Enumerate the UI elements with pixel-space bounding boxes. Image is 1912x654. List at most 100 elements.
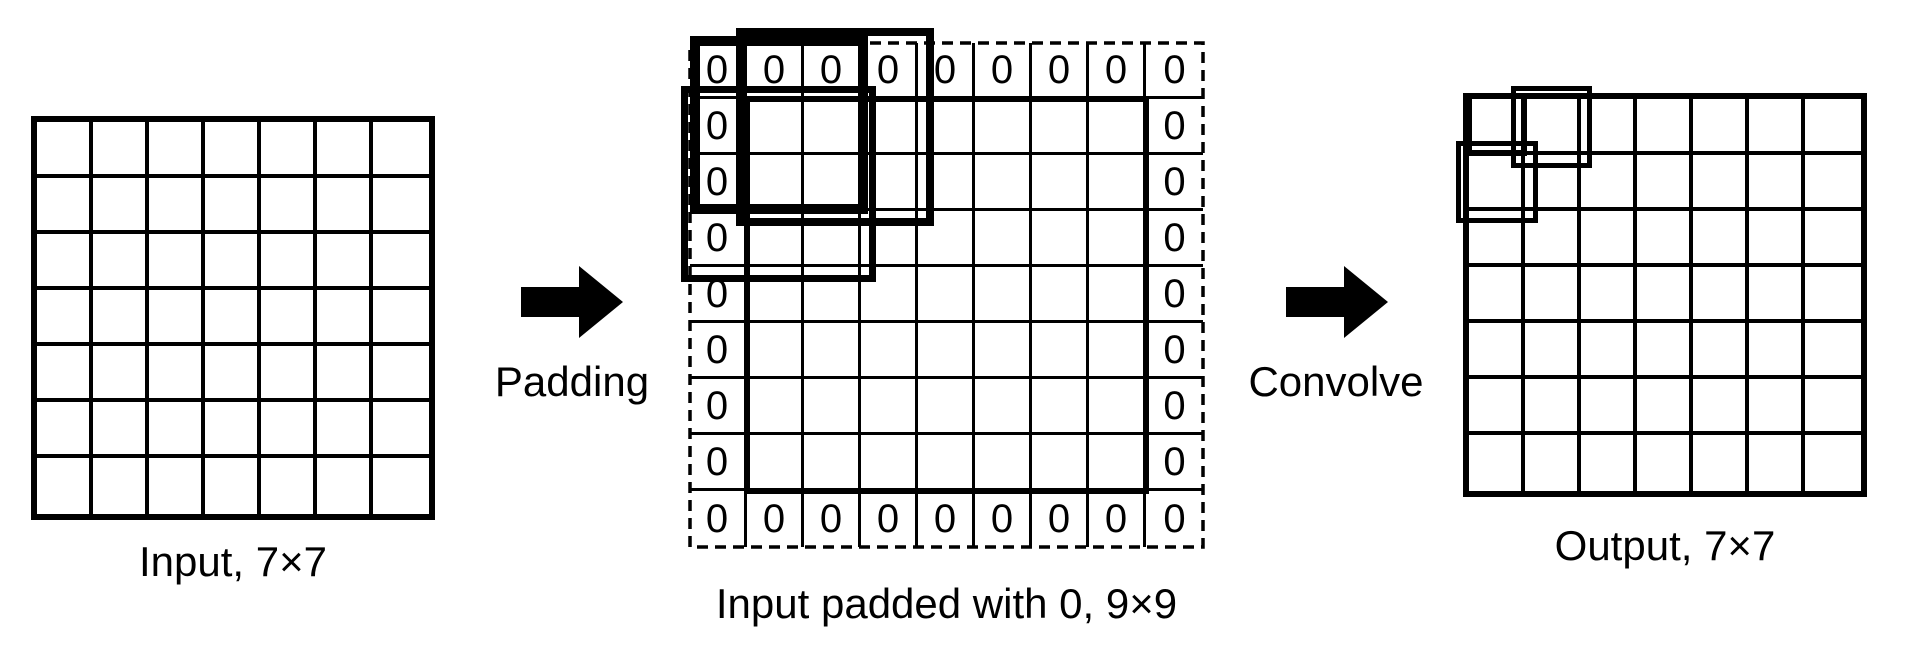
- grid-cell: [93, 346, 149, 402]
- grid-cell: [1693, 155, 1749, 211]
- padding-arrow-label: Padding: [494, 358, 650, 405]
- grid-cell: [373, 346, 429, 402]
- grid-cell: [317, 346, 373, 402]
- grid-cell: [1805, 99, 1861, 155]
- grid-cell: [1525, 379, 1581, 435]
- grid-cell: [261, 402, 317, 458]
- grid-cell: [373, 234, 429, 290]
- grid-cell: [261, 458, 317, 514]
- grid-cell: [1637, 155, 1693, 211]
- grid-cell: [317, 122, 373, 178]
- zero-pad-cell: 0: [918, 491, 975, 547]
- grid-cell: [317, 290, 373, 346]
- grid-cell: [1749, 99, 1805, 155]
- zero-pad-cell: 0: [1089, 43, 1146, 99]
- kernel-window-red-padded: [690, 36, 868, 214]
- kernel-window-green-padded: [736, 28, 934, 226]
- zero-pad-cell: 0: [861, 491, 918, 547]
- zero-pad-cell: 0: [1032, 43, 1089, 99]
- grid-cell: [37, 290, 93, 346]
- kernel-window-red-output: [1466, 93, 1527, 156]
- grid-cell: [1525, 323, 1581, 379]
- grid-cell: [1749, 435, 1805, 491]
- grid-cell: [37, 346, 93, 402]
- grid-cell: [93, 402, 149, 458]
- grid-cell: [37, 402, 93, 458]
- grid-cell: [261, 290, 317, 346]
- grid-cell: [373, 458, 429, 514]
- zero-pad-cell: 0: [1146, 323, 1203, 379]
- grid-cell: [1525, 267, 1581, 323]
- grid-cell: [1693, 99, 1749, 155]
- grid-cell: [1693, 267, 1749, 323]
- grid-cell: [205, 178, 261, 234]
- grid-cell: [1805, 155, 1861, 211]
- grid-cell: [149, 234, 205, 290]
- input-grid: [31, 116, 435, 520]
- grid-cell: [1805, 379, 1861, 435]
- grid-cell: [149, 458, 205, 514]
- grid-cell: [37, 122, 93, 178]
- grid-cell: [1637, 267, 1693, 323]
- grid-cell: [1693, 435, 1749, 491]
- grid-cell: [93, 458, 149, 514]
- grid-cell: [1469, 435, 1525, 491]
- grid-cell: [149, 346, 205, 402]
- grid-cell: [1581, 267, 1637, 323]
- grid-cell: [1805, 435, 1861, 491]
- grid-cell: [261, 122, 317, 178]
- grid-cell: [205, 458, 261, 514]
- grid-cell: [317, 402, 373, 458]
- grid-cell: [1749, 267, 1805, 323]
- zero-pad-cell: 0: [804, 491, 861, 547]
- grid-cell: [1693, 379, 1749, 435]
- kernel-window-blue-padded: [681, 86, 876, 282]
- grid-cell: [373, 178, 429, 234]
- grid-cell: [1581, 323, 1637, 379]
- output-grid-label: Output, 7×7: [1554, 522, 1776, 569]
- grid-cell: [1469, 323, 1525, 379]
- padding-arrow-icon: [521, 266, 623, 338]
- convolve-arrow-icon: [1286, 266, 1388, 338]
- grid-cell: [1805, 267, 1861, 323]
- grid-cell: [1469, 155, 1525, 211]
- grid-cell: [1525, 435, 1581, 491]
- input-grid-label: Input, 7×7: [139, 538, 327, 585]
- grid-cell: [37, 234, 93, 290]
- zero-pad-cell: 0: [975, 491, 1032, 547]
- grid-cell: [261, 178, 317, 234]
- grid-cell: [149, 122, 205, 178]
- zero-pad-cell: 0: [1089, 491, 1146, 547]
- grid-cell: [317, 178, 373, 234]
- grid-cell: [1693, 211, 1749, 267]
- grid-cell: [1469, 379, 1525, 435]
- grid-cell: [1469, 211, 1525, 267]
- grid-cell: [1581, 155, 1637, 211]
- zero-pad-cell: 0: [1163, 497, 1186, 541]
- grid-cell: [1637, 323, 1693, 379]
- grid-cell: [93, 122, 149, 178]
- grid-cell: [37, 458, 93, 514]
- grid-cell: [93, 234, 149, 290]
- zero-pad-cell: 0: [1146, 267, 1203, 323]
- zero-pad-cell: 0: [975, 43, 1032, 99]
- grid-cell: [205, 122, 261, 178]
- padded-grid-label: Input padded with 0, 9×9: [715, 580, 1178, 627]
- grid-cell: [37, 178, 93, 234]
- zero-pad-cell: 0: [1146, 43, 1203, 99]
- zero-pad-cell: 0: [690, 379, 747, 435]
- grid-cell: [149, 178, 205, 234]
- padded-grid-inner-7x7-border: [744, 96, 1149, 494]
- grid-cell: [205, 290, 261, 346]
- grid-cell: [205, 346, 261, 402]
- zero-pad-cell: 0: [690, 435, 747, 491]
- grid-cell: [261, 346, 317, 402]
- zero-pad-cell: 0: [747, 491, 804, 547]
- zero-pad-cell: 0: [690, 323, 747, 379]
- grid-cell: [1637, 379, 1693, 435]
- zero-pad-cell: 0: [1146, 435, 1203, 491]
- grid-cell: [317, 458, 373, 514]
- grid-cell: [149, 290, 205, 346]
- grid-cell: [1581, 379, 1637, 435]
- grid-cell: [1637, 99, 1693, 155]
